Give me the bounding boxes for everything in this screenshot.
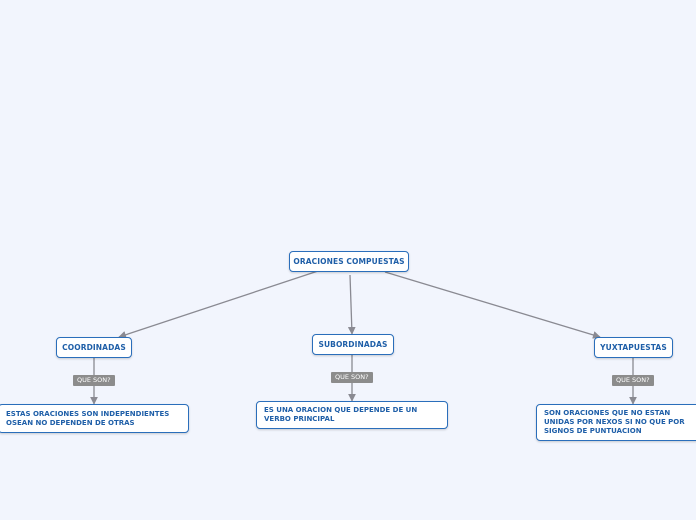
- root-node-label: ORACIONES COMPUESTAS: [293, 257, 405, 266]
- connector-tag-coordinadas: QUE SON?: [73, 375, 115, 386]
- detail-node-subordinadas[interactable]: ES UNA ORACION QUE DEPENDE DE UN VERBO P…: [256, 401, 448, 429]
- connector-tag-subordinadas: QUE SON?: [331, 372, 373, 383]
- detail-text-yuxtapuestas: SON ORACIONES QUE NO ESTAN UNIDAS POR NE…: [544, 409, 685, 435]
- branch-node-yuxtapuestas[interactable]: YUXTAPUESTAS: [594, 337, 673, 358]
- branch-label-yuxtapuestas: YUXTAPUESTAS: [600, 343, 667, 352]
- detail-text-coordinadas: ESTAS ORACIONES SON INDEPENDIENTES OSEAN…: [6, 409, 170, 427]
- branch-node-coordinadas[interactable]: COORDINADAS: [56, 337, 132, 358]
- connector-root-coordinadas: [118, 270, 319, 339]
- branch-label-subordinadas: SUBORDINADAS: [318, 340, 388, 349]
- branch-label-coordinadas: COORDINADAS: [62, 343, 126, 352]
- connector-root-subordinadas: [347, 274, 356, 335]
- detail-node-coordinadas[interactable]: ESTAS ORACIONES SON INDEPENDIENTES OSEAN…: [0, 404, 189, 433]
- connector-root-yuxtapuestas: [384, 271, 601, 339]
- branch-node-subordinadas[interactable]: SUBORDINADAS: [312, 334, 394, 355]
- root-node[interactable]: ORACIONES COMPUESTAS: [289, 251, 409, 272]
- detail-text-subordinadas: ES UNA ORACION QUE DEPENDE DE UN VERBO P…: [264, 406, 418, 423]
- detail-node-yuxtapuestas[interactable]: SON ORACIONES QUE NO ESTAN UNIDAS POR NE…: [536, 404, 696, 441]
- connector-tag-yuxtapuestas: QUE SON?: [612, 375, 654, 386]
